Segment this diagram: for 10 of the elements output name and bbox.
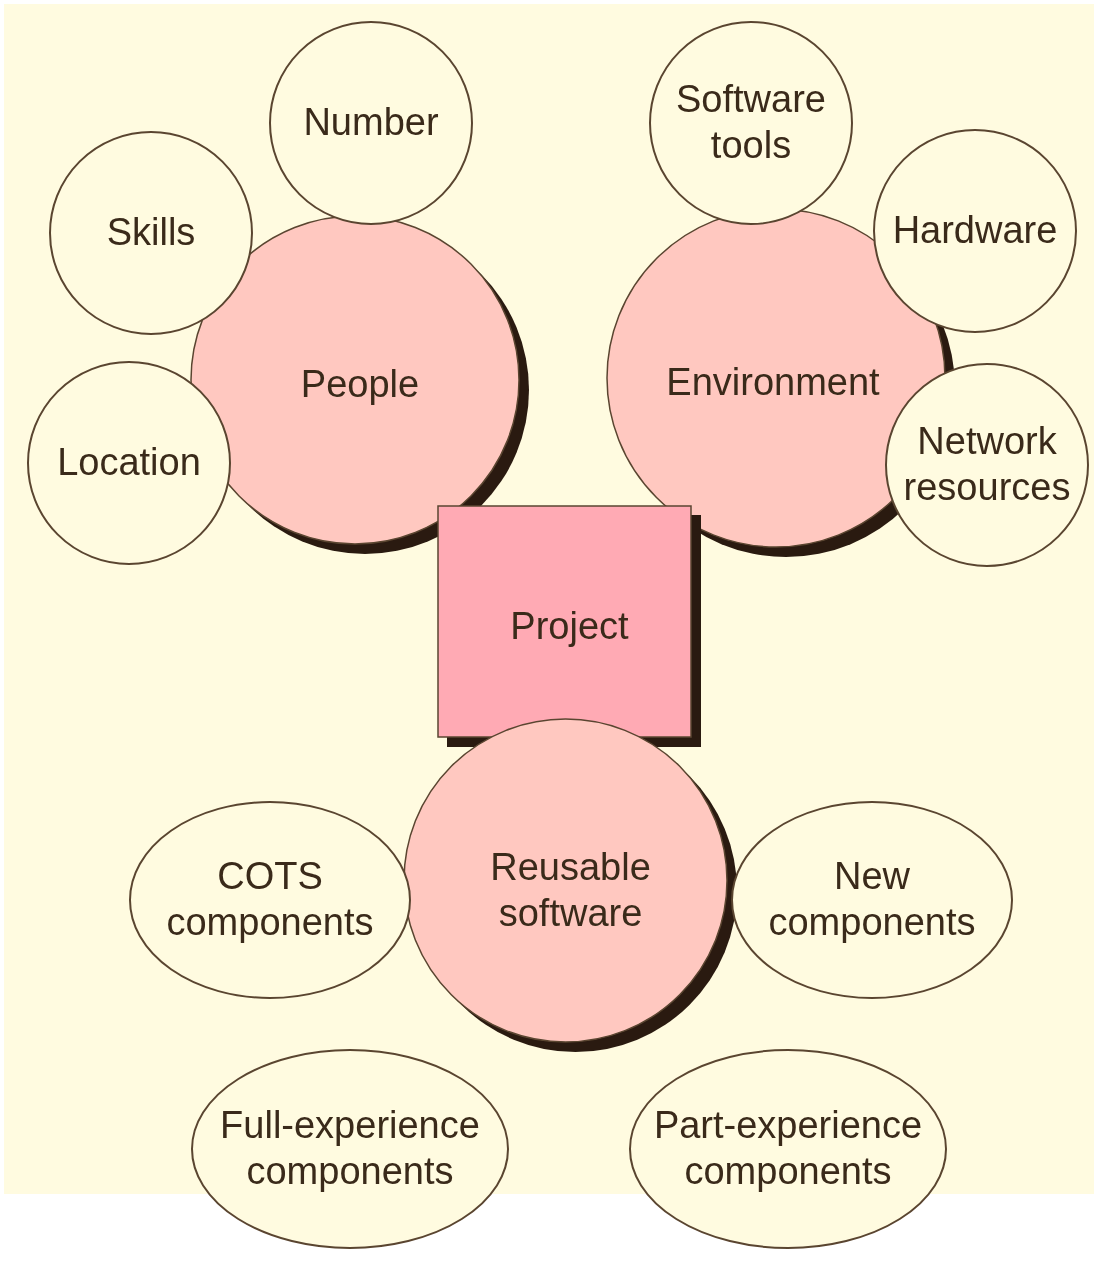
factor-circle: Number bbox=[268, 20, 474, 226]
component-ellipse: COTS components bbox=[128, 800, 412, 1000]
factor-circle: Network resources bbox=[884, 362, 1090, 568]
component-ellipse: New components bbox=[730, 800, 1014, 1000]
component-ellipse: Part-experience components bbox=[628, 1048, 948, 1250]
factor-circle: Hardware bbox=[872, 128, 1078, 334]
factor-circle: Software tools bbox=[648, 20, 854, 226]
factor-circle: Skills bbox=[48, 130, 254, 336]
component-ellipse: Full-experience components bbox=[190, 1048, 510, 1250]
factor-circle: Location bbox=[26, 360, 232, 566]
